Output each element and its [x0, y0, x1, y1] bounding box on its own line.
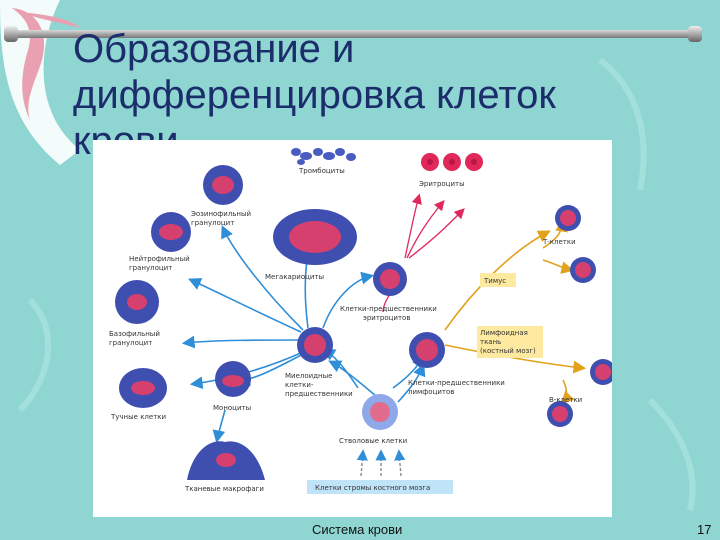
label-lympho-precursor-2: лимфоцитов [408, 388, 454, 396]
label-erythro-precursor-1: Клетки-предшественники [340, 305, 437, 313]
label-eosinophil-1: Эозинофильный [191, 210, 251, 218]
page-number: 17 [697, 522, 712, 537]
title-rule [8, 30, 692, 38]
lymphoid-box [477, 326, 543, 358]
erythro-arrows [382, 193, 465, 313]
t-cell-1 [555, 205, 581, 231]
label-basophil-2: гранулоцит [109, 339, 152, 347]
label-b-cells: В-клетки [549, 396, 582, 404]
stem-cell [362, 394, 398, 430]
b-cell-2 [547, 401, 573, 427]
label-lymphoid-2: ткань [480, 338, 501, 346]
thrombocytes-cells [291, 148, 356, 165]
stroma-box [307, 480, 453, 494]
label-lymphoid-3: (костный мозг) [480, 347, 536, 355]
mast-cell [119, 368, 167, 408]
lymphoid-arrows [444, 218, 587, 405]
label-myeloid-3: предшественники [285, 390, 353, 398]
title-rule-cap-right [688, 26, 702, 42]
stroma-arrows [356, 449, 406, 477]
label-myeloid-2: клетки- [285, 381, 314, 389]
label-lymphoid-1: Лимфоидная [480, 329, 528, 337]
label-mast-cells: Тучные клетки [110, 413, 166, 421]
label-thymus: Тимус [483, 277, 506, 285]
label-erythrocytes: Эритроциты [419, 180, 465, 188]
label-eosinophil-2: гранулоцит [191, 219, 234, 227]
tissue-macrophage-cell [187, 441, 265, 480]
label-basophil-1: Базофильный [109, 330, 160, 338]
megakaryocyte-cell [273, 209, 357, 265]
slide-footer: Система крови [312, 522, 403, 537]
erythro-precursor-cell [373, 262, 407, 296]
label-myeloid-1: Миелоидные [285, 372, 332, 380]
label-neutrophil-1: Нейтрофильный [129, 255, 190, 263]
label-tissue-macrophages: Тканевые макрофаги [184, 485, 264, 493]
erythrocytes-cells [421, 153, 483, 171]
title-rule-cap-left [4, 26, 18, 42]
t-cell-2 [570, 257, 596, 283]
eosinophil-cell [203, 165, 243, 205]
label-thrombocytes: Тромбоциты [298, 167, 345, 175]
neutrophil-cell [151, 212, 191, 252]
label-lympho-precursor-1: Клетки-предшественники [408, 379, 505, 387]
label-t-cells: Т-клетки [542, 238, 576, 246]
label-neutrophil-2: гранулоцит [129, 264, 172, 272]
monocyte-cell [215, 361, 251, 397]
label-stem-cells: Стволовые клетки [339, 437, 407, 445]
label-erythro-precursor-2: эритроцитов [363, 314, 410, 322]
label-megakaryocytes: Мегакариоциты [265, 273, 324, 281]
label-stroma-cells: Клетки стромы костного мозга [315, 484, 430, 492]
myeloid-precursor-cell [297, 327, 333, 363]
basophil-cell [115, 280, 159, 324]
label-monocytes: Моноциты [213, 404, 251, 412]
thymus-box [480, 273, 516, 287]
b-cell-1 [590, 359, 612, 385]
diagram-svg: Тромбоциты Эритроциты Эозинофильный гран… [109, 148, 612, 494]
hematopoiesis-diagram: Тромбоциты Эритроциты Эозинофильный гран… [93, 140, 612, 517]
lympho-precursor-cell [409, 332, 445, 368]
